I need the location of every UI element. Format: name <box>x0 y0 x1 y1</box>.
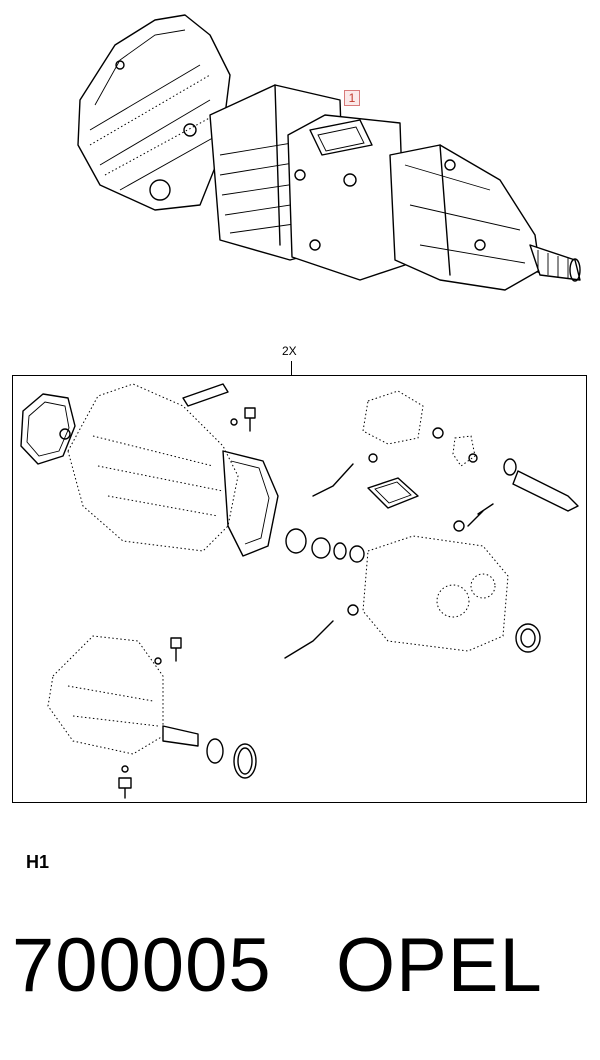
rear-seal <box>515 623 541 653</box>
extension-housing <box>47 635 164 755</box>
quantity-label: 2X <box>282 344 297 358</box>
front-cover-gasket <box>20 393 76 465</box>
transmission-assembly-illustration <box>60 5 600 305</box>
shift-housing <box>362 390 424 445</box>
sensor-lead-lower <box>284 620 334 659</box>
rear-housing <box>362 535 509 652</box>
seal-ring <box>59 428 71 440</box>
exploded-parts-illustration <box>20 383 579 799</box>
bearing <box>285 528 307 554</box>
output-shaft <box>162 725 199 747</box>
shift-cover-gasket <box>367 477 419 509</box>
shift-rod <box>512 470 579 512</box>
quantity-leader-line <box>291 361 292 375</box>
brand-name: OPEL <box>336 923 543 1008</box>
sensor-lead <box>312 463 354 497</box>
housing-outline <box>67 383 239 552</box>
output-seal <box>206 738 224 764</box>
housing-gasket <box>222 450 279 557</box>
group-code: H1 <box>26 852 50 872</box>
part-number: 700005 <box>12 923 272 1008</box>
exploded-kit-frame <box>12 375 587 803</box>
callout-1[interactable]: 1 <box>344 90 360 106</box>
strip-gasket <box>182 383 229 407</box>
output-o-ring <box>233 743 257 779</box>
